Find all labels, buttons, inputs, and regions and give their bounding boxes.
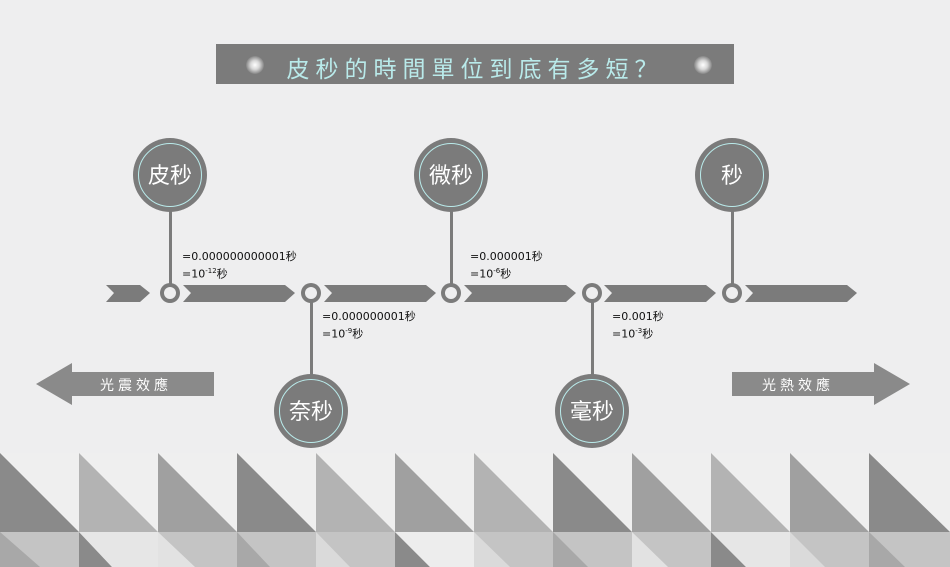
timeline-segment [324, 285, 436, 302]
timeline-segment [604, 285, 716, 302]
page-title: 皮秒的時間單位到底有多短？ [286, 57, 664, 83]
bottom-pattern [0, 453, 950, 567]
node-value: =0.000000000001秒 =10-12秒 [182, 250, 297, 281]
node-stem [310, 302, 313, 378]
node-label: 秒 [720, 164, 743, 189]
right-arrow-label: 光熱效應 [762, 378, 834, 394]
node-second: 秒 [695, 138, 769, 212]
timeline-dot [582, 283, 602, 303]
node-picosecond: 皮秒 [133, 138, 207, 212]
node-stem [591, 302, 594, 378]
node-stem [169, 210, 172, 286]
timeline-segment [464, 285, 576, 302]
timeline-segment [183, 285, 295, 302]
timeline-dot [441, 283, 461, 303]
left-arrow-shape [36, 363, 214, 405]
node-value: =0.000001秒 =10-6秒 [470, 250, 543, 281]
glow-light-right [694, 56, 712, 74]
node-label: 微秒 [428, 164, 473, 189]
left-arrow-label: 光震效應 [100, 378, 172, 394]
glow-light-left [246, 56, 264, 74]
timeline-segment [745, 285, 857, 302]
node-value: =0.000000001秒 =10-9秒 [322, 310, 416, 341]
timeline-dot [722, 283, 742, 303]
node-label: 皮秒 [147, 164, 192, 189]
right-arrow-shape [732, 363, 910, 405]
node-nanosecond: 奈秒 [274, 374, 348, 448]
node-value: =0.001秒 =10-3秒 [612, 310, 664, 341]
node-millisecond: 毫秒 [555, 374, 629, 448]
timeline-dot [160, 283, 180, 303]
node-label: 毫秒 [569, 400, 614, 425]
node-label: 奈秒 [288, 400, 333, 425]
title-banner: 皮秒的時間單位到底有多短？ [216, 44, 734, 84]
node-microsecond: 微秒 [414, 138, 488, 212]
timeline-dot [301, 283, 321, 303]
timeline-segment [106, 285, 150, 302]
node-stem [450, 210, 453, 286]
node-stem [731, 210, 734, 286]
